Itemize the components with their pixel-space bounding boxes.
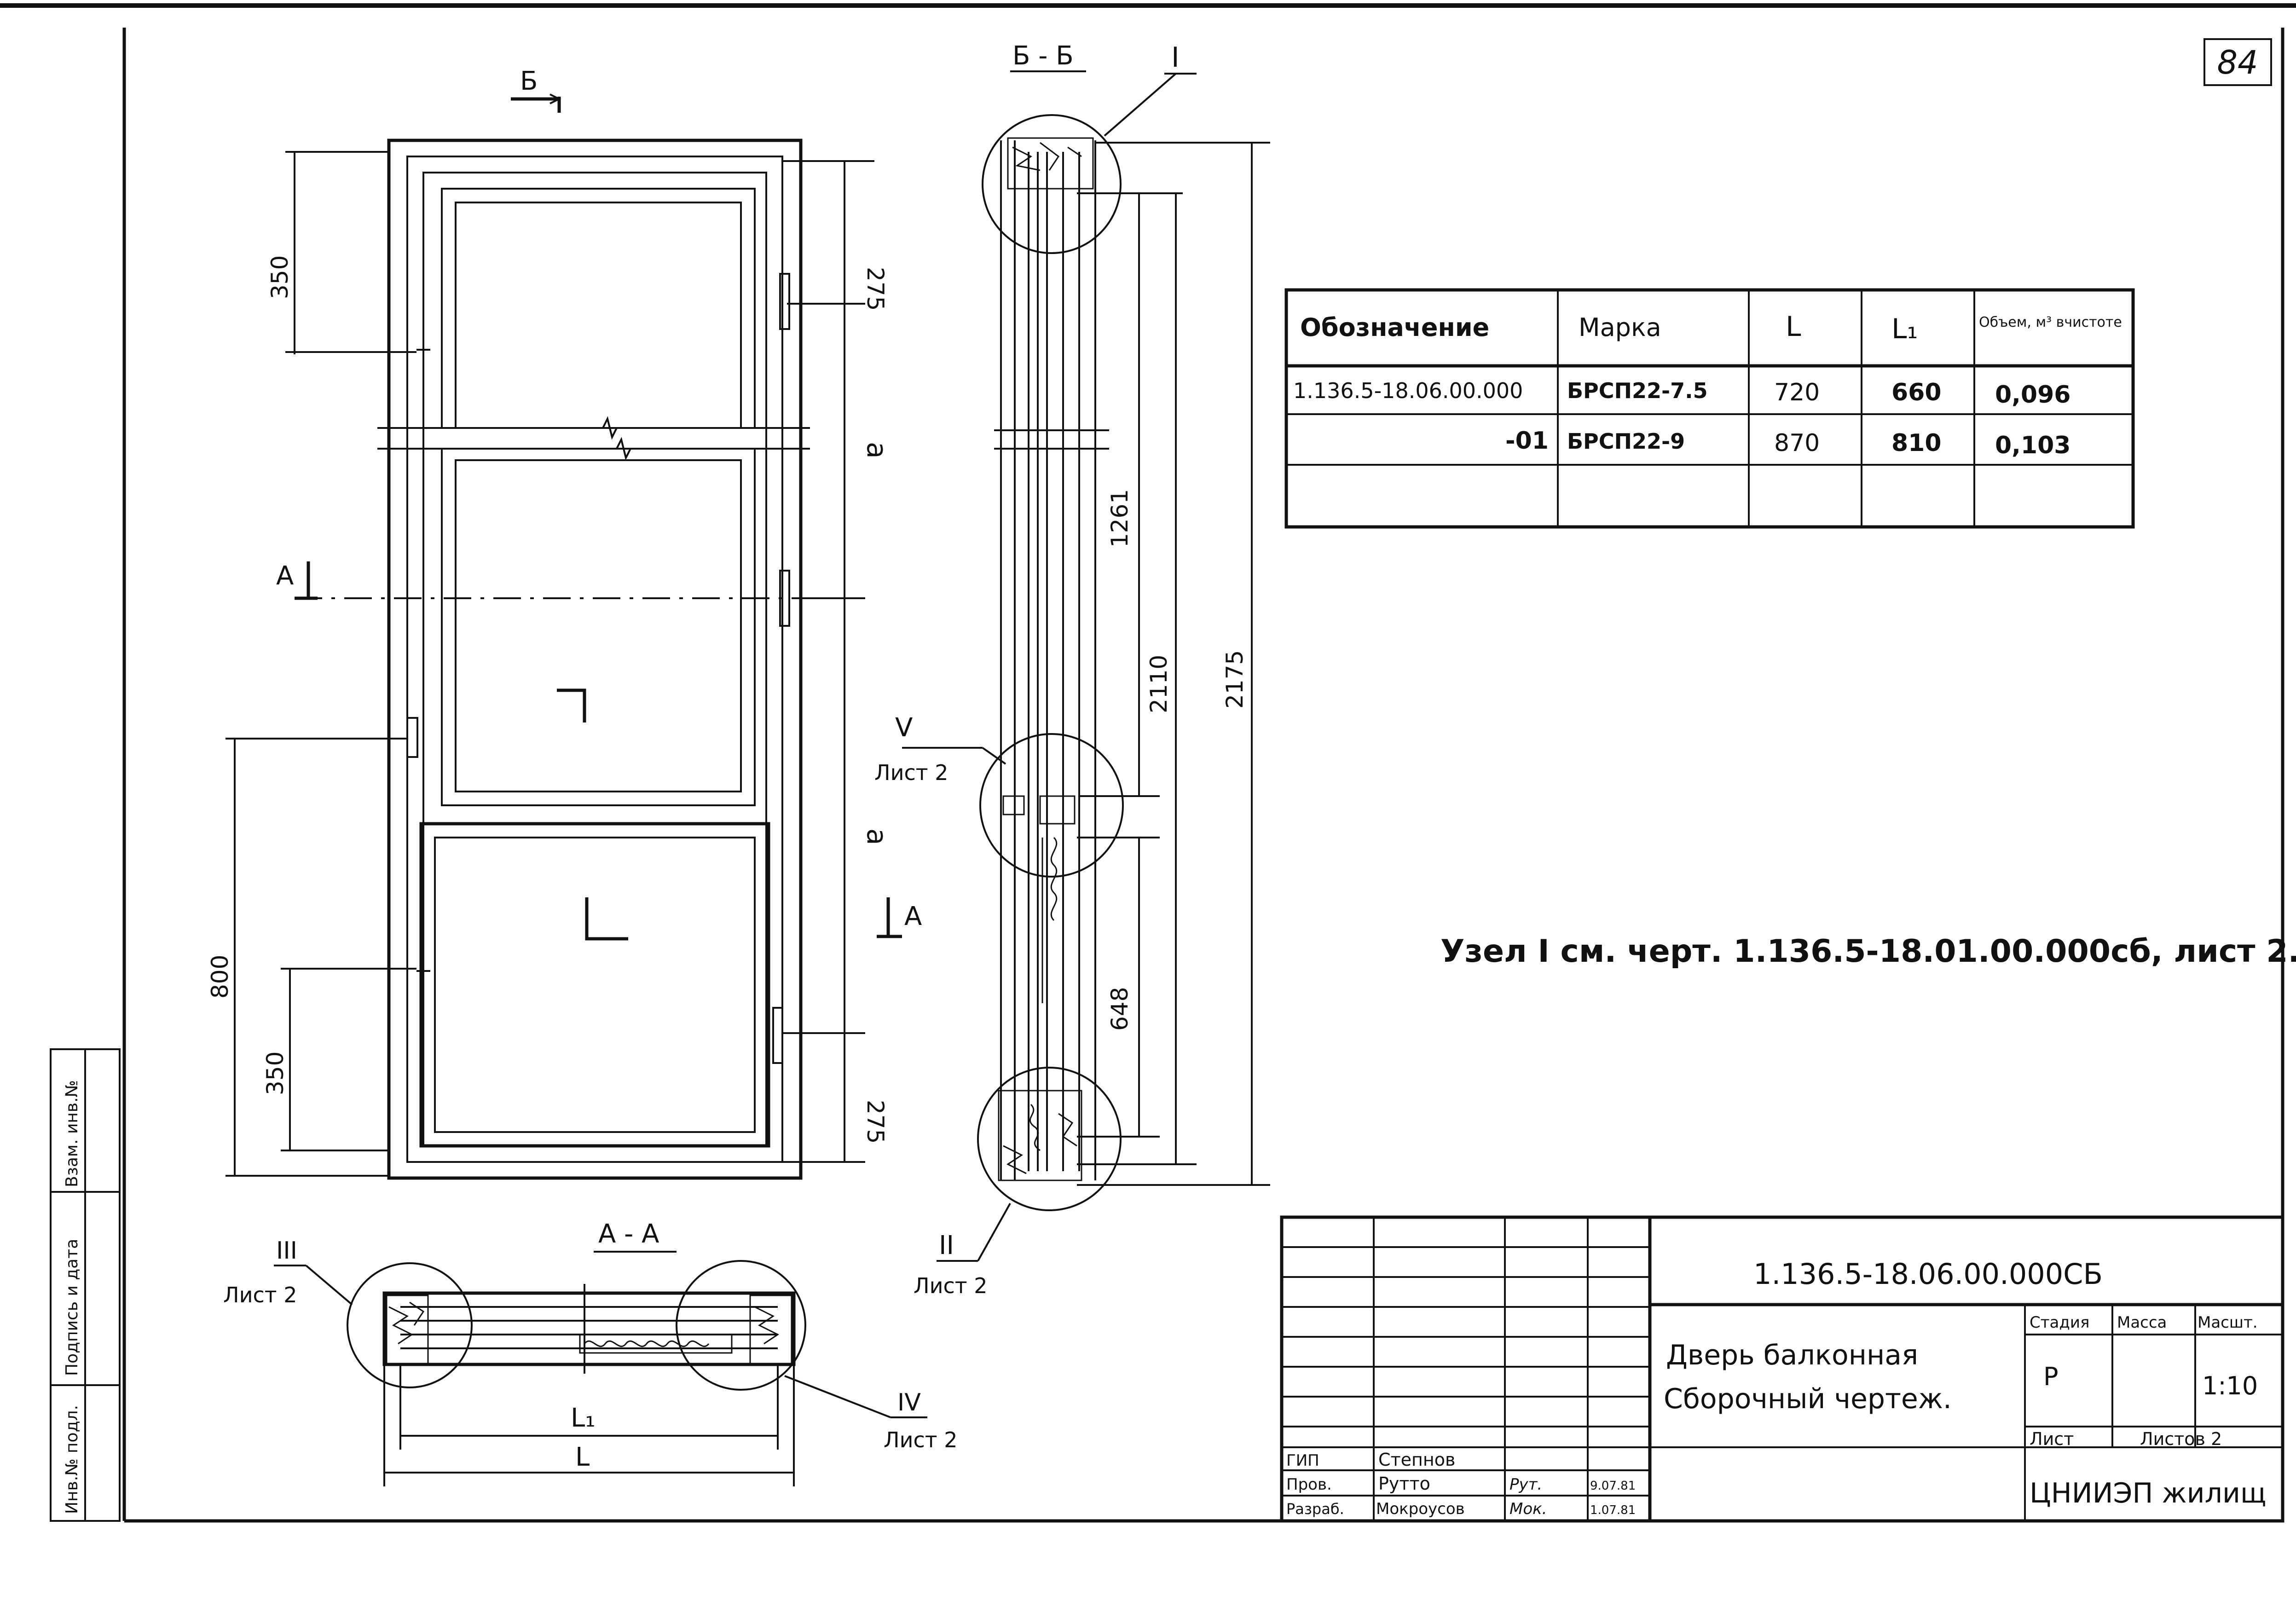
title-block: 1.136.5-18.06.00.000СБ Дверь балконная С… — [1286, 1257, 2266, 1518]
person-role-0: ГИП — [1286, 1451, 1319, 1470]
callout-node-i: I — [1171, 41, 1180, 74]
stamp-inv-orig: Инв.№ подл. — [63, 1405, 81, 1514]
callout-node-iv: IV — [897, 1389, 921, 1416]
callout-leader-i — [1104, 73, 1177, 137]
sheet-frame — [0, 3, 2296, 1523]
cut-label-b: Б — [520, 66, 538, 96]
callout-sheet2-ii: Лист 2 — [914, 1273, 987, 1298]
dim-2110: 2110 — [1145, 655, 1172, 713]
dim-1261: 1261 — [1106, 489, 1133, 548]
drawing-code: 1.136.5-18.06.00.000СБ — [1753, 1257, 2103, 1291]
th-mark: Марка — [1579, 313, 1661, 342]
person-role-2: Разраб. — [1286, 1500, 1344, 1518]
stage-value: Р — [2043, 1362, 2059, 1391]
dim-left-350-top: 350 — [266, 255, 293, 299]
title-block-grid — [1280, 1215, 2284, 1523]
drawing-name-line2: Сборочный чертеж. — [1664, 1383, 1952, 1415]
person-date-1: 9.07.81 — [1590, 1479, 1636, 1493]
person-sign-2: Мок. — [1509, 1500, 1547, 1518]
section-aa-title: А - А — [598, 1219, 659, 1249]
dim-left-800: 800 — [207, 955, 233, 999]
dim-right-a-top: a — [861, 442, 893, 459]
td-r2-l1: 810 — [1891, 429, 1942, 457]
callout-leader-iii — [305, 1265, 353, 1306]
dim-aa-l1: L₁ — [571, 1403, 596, 1433]
right-dimensions — [782, 160, 874, 1163]
td-r1-l1: 660 — [1891, 379, 1942, 406]
node-note: Узел I см. черт. 1.136.5-18.01.00.000сб,… — [1440, 933, 2296, 970]
sheet-label: Лист — [2030, 1429, 2074, 1449]
dim-right-275-top: 275 — [862, 267, 889, 311]
th-designation: Обозначение — [1300, 313, 1489, 342]
cut-label-a-top: А — [276, 561, 294, 591]
person-name-2: Мокроусов — [1376, 1500, 1465, 1518]
mass-label: Масса — [2117, 1313, 2167, 1332]
stage-label: Стадия — [2030, 1313, 2089, 1332]
dim-right-275-bottom: 275 — [862, 1100, 889, 1144]
organization: ЦНИИЭП жилищ — [2030, 1477, 2266, 1509]
stamp-sign-date: Подпись и дата — [63, 1239, 81, 1376]
spec-table: Обозначение Марка L L₁ Объем, м³ вчистот… — [1293, 311, 2122, 459]
dim-right-a-bottom: a — [861, 828, 893, 845]
sheet-number: 84 — [2217, 44, 2258, 81]
td-r2-l: 870 — [1774, 429, 1820, 457]
th-l: L — [1786, 311, 1801, 343]
drawing-name-line1: Дверь балконная — [1666, 1339, 1918, 1371]
spec-table-grid — [1284, 288, 2135, 529]
callout-node-ii: II — [939, 1231, 954, 1260]
door-front-view — [295, 139, 856, 1180]
side-stamp — [50, 1048, 121, 1522]
sheets-label: Листов 2 — [2140, 1429, 2222, 1449]
callout-leader-iv — [784, 1375, 891, 1418]
section-aa — [347, 1260, 806, 1486]
scale-label: Масшт. — [2198, 1313, 2258, 1332]
th-volume: Объем, м³ вчистоте — [1979, 314, 2122, 330]
callout-node-v: V — [895, 713, 913, 743]
person-name-0: Степнов — [1378, 1450, 1455, 1470]
section-bb-title: Б - Б — [1012, 41, 1074, 71]
callout-leader-ii — [977, 1203, 1011, 1261]
callout-sheet2-iii: Лист 2 — [223, 1283, 297, 1307]
td-r2-volume: 0,103 — [1995, 432, 2070, 459]
callout-leader-v — [982, 747, 1006, 765]
dim-2175: 2175 — [1221, 650, 1248, 709]
callout-sheet2-v: Лист 2 — [874, 760, 948, 785]
td-r1-l: 720 — [1774, 379, 1820, 406]
cut-markers — [295, 93, 902, 938]
dim-648: 648 — [1106, 987, 1133, 1031]
td-r1-mark: БРСП22-7.5 — [1567, 378, 1708, 403]
person-name-1: Рутто — [1378, 1474, 1430, 1494]
stamp-inv-new: Взам. инв.№ — [63, 1080, 81, 1187]
th-l1: L₁ — [1891, 313, 1918, 345]
callout-sheet2-iv: Лист 2 — [884, 1427, 957, 1452]
person-role-1: Пров. — [1286, 1475, 1332, 1494]
dim-left-350-bottom: 350 — [262, 1052, 289, 1095]
section-bb-dimensions — [1077, 142, 1270, 1186]
callout-node-iii: III — [276, 1237, 297, 1265]
left-dimensions — [226, 151, 416, 1177]
person-date-2: 1.07.81 — [1590, 1503, 1636, 1517]
section-bb — [977, 114, 1124, 1211]
dim-aa-l: L — [575, 1442, 590, 1472]
td-r1-volume: 0,096 — [1995, 381, 2070, 409]
scale-value: 1:10 — [2202, 1371, 2258, 1400]
td-r2-mark: БРСП22-9 — [1567, 429, 1685, 454]
td-r2-designation: -01 — [1505, 427, 1549, 455]
person-sign-1: Рут. — [1509, 1475, 1542, 1494]
td-r1-designation: 1.136.5-18.06.00.000 — [1293, 378, 1523, 403]
cut-label-a-bottom: А — [904, 901, 922, 931]
